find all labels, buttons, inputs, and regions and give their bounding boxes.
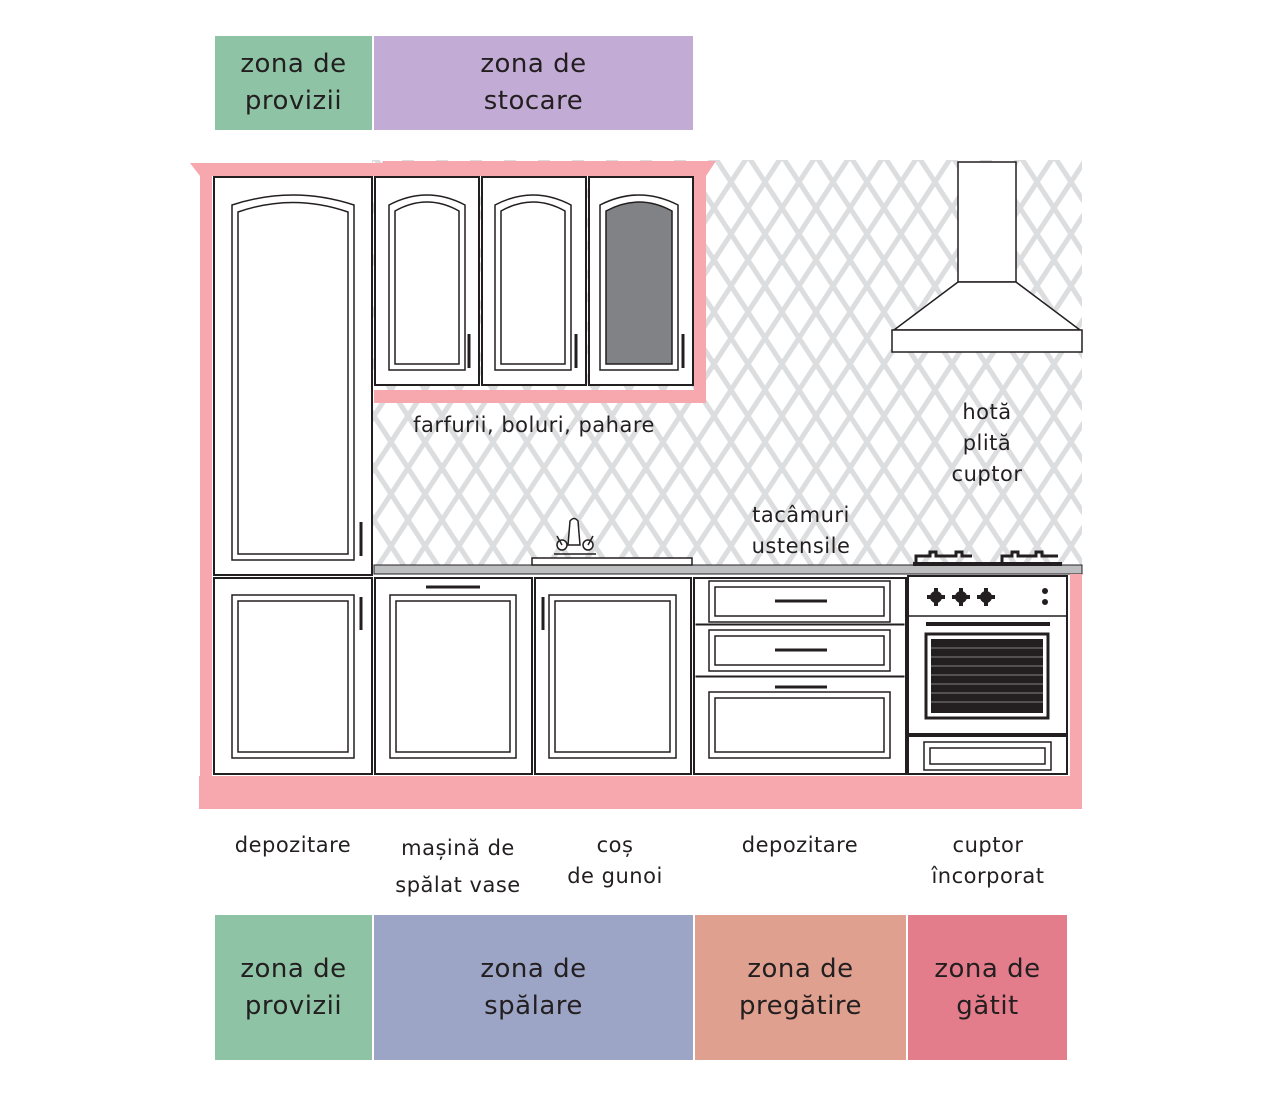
oven-icon (907, 575, 1068, 775)
zone-label-line: pregătire (738, 990, 863, 1021)
label-dishwasher: mașină de spălat vase (378, 830, 538, 904)
pantry-cabinet-icon (213, 176, 373, 576)
label-line: spălat vase (395, 873, 521, 897)
label-line: depozitare (741, 833, 859, 857)
label-line: cuptor (951, 462, 1023, 486)
label-line: încorporat (931, 864, 1045, 888)
zone-label-line: provizii (244, 86, 343, 116)
base-cabinet-frame (1070, 574, 1082, 776)
zone-label-line: zona de (934, 953, 1041, 984)
wall-cabinet-frame (374, 161, 716, 403)
zone-label-line: zona de (480, 49, 587, 79)
zone-provizii-bottom: zona de provizii (215, 915, 372, 1060)
trash-cabinet (534, 577, 692, 775)
label-appliances: hotă plită cuptor (927, 397, 1047, 490)
zone-pregatire-bottom: zona de pregătire (695, 915, 906, 1060)
cooktop-icon (913, 550, 1062, 566)
zone-label-line: zona de (240, 953, 347, 984)
zone-spalare-bottom: zona de spălare (374, 915, 693, 1060)
base-cabinet-storage (213, 577, 373, 775)
zone-label-line: zona de (480, 953, 587, 984)
dishwasher-cabinet (374, 577, 533, 775)
zone-gatit-bottom: zona de gătit (908, 915, 1067, 1060)
label-line: depozitare (234, 833, 352, 857)
zone-label-line: zona de (747, 953, 854, 984)
label-line: plită (962, 431, 1012, 455)
label-line: cuptor (952, 833, 1024, 857)
zone-stocare-top: zona de stocare (374, 36, 693, 130)
label-utensils: tacâmuri ustensile (731, 500, 871, 562)
label-line: mașină de (401, 836, 515, 860)
label-trash: coș de gunoi (540, 830, 690, 892)
drawer-icon (693, 577, 907, 775)
label-line: hotă (962, 400, 1012, 424)
zone-label-line: zona de (240, 49, 347, 79)
zone-label-line: gătit (956, 990, 1019, 1021)
faucet-icon (531, 517, 693, 566)
label-line: farfurii, boluri, pahare (413, 413, 655, 437)
label-line: tacâmuri (752, 503, 850, 527)
zone-provizii-top: zona de provizii (215, 36, 372, 130)
tall-cabinet-frame (190, 163, 385, 776)
label-line: de gunoi (567, 864, 663, 888)
label-oven: cuptor încorporat (912, 830, 1064, 892)
label-line: coș (596, 833, 634, 857)
label-dishes: farfurii, boluri, pahare (384, 410, 684, 441)
wall-cabinet-icon (374, 176, 694, 386)
zone-label-line: spălare (484, 990, 583, 1021)
range-hood-icon (891, 161, 1083, 353)
label-storage-left: depozitare (214, 830, 372, 861)
zone-label-line: provizii (244, 990, 343, 1021)
label-line: ustensile (751, 534, 851, 558)
zone-label-line: stocare (483, 86, 584, 116)
countertop (373, 564, 1083, 575)
label-storage-mid: depozitare (715, 830, 885, 861)
plinth (199, 776, 1082, 809)
